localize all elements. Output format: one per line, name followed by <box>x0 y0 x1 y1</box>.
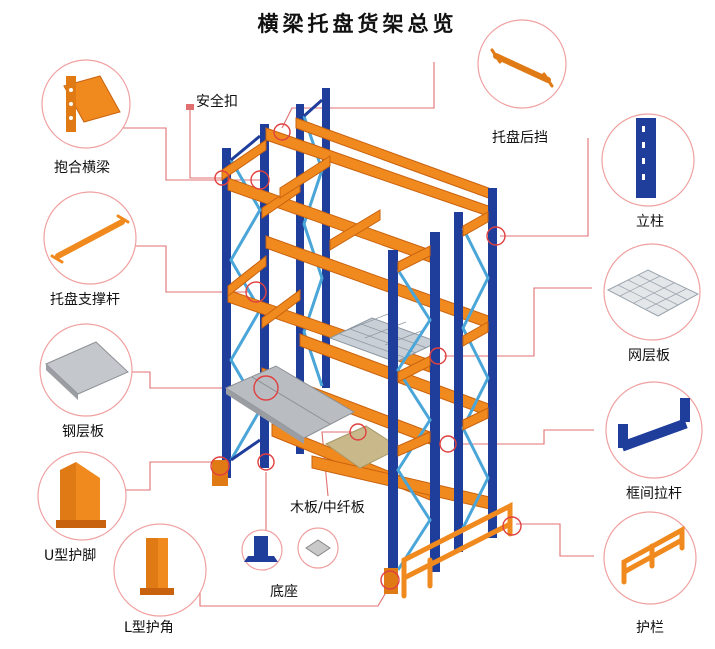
label-safety-clip: 安全扣 <box>196 94 238 110</box>
rack-structure <box>212 88 513 599</box>
label-box-beam: 抱合横梁 <box>54 160 110 176</box>
steel-panel-on-rack <box>224 365 356 444</box>
steel-panel-icon <box>45 341 129 400</box>
base-plate-icon <box>241 527 339 571</box>
upright-back-mid-2 <box>322 88 330 388</box>
safety-clip-icon <box>186 104 194 110</box>
label-wood-panel: 木板/中纤板 <box>290 500 365 516</box>
row-spacer-icon <box>618 398 690 452</box>
component-circles <box>37 19 703 617</box>
label-upright: 立柱 <box>636 214 664 230</box>
guard-rail-icon <box>621 525 685 585</box>
label-l-guard: L型护角 <box>124 620 174 636</box>
label-wire-deck: 网层板 <box>628 348 670 364</box>
label-row-spacer: 框间拉杆 <box>626 486 682 502</box>
callout-markers <box>210 123 522 590</box>
pallet-back-stop-icon <box>490 48 554 88</box>
upright-front-4 <box>488 188 497 538</box>
upright-back-left-1 <box>222 148 231 478</box>
wire-deck-icon <box>606 269 700 317</box>
guard-rail-on-rack <box>401 501 513 599</box>
label-u-guard: U型护脚 <box>44 548 97 564</box>
upright-icon <box>636 118 656 198</box>
diagram-title: 横梁托盘货架总览 <box>257 12 458 36</box>
pallet-support-bar-icon <box>50 214 130 264</box>
u-guard-icon <box>56 462 106 528</box>
u-guard-on-rack <box>212 460 228 486</box>
upright-back-mid-1 <box>296 104 304 454</box>
l-guard-icon <box>140 538 174 595</box>
label-base-plate: 底座 <box>270 584 298 600</box>
upright-front-1 <box>388 250 398 590</box>
upright-front-3 <box>454 212 463 552</box>
upright-front-2 <box>430 232 440 572</box>
label-pallet-back-stop: 托盘后挡 <box>492 130 548 146</box>
label-pallet-support-bar: 托盘支撑杆 <box>50 292 120 308</box>
label-guard-rail: 护栏 <box>636 620 664 636</box>
box-beam-icon <box>63 75 121 132</box>
label-steel-panel: 钢层板 <box>62 424 104 440</box>
